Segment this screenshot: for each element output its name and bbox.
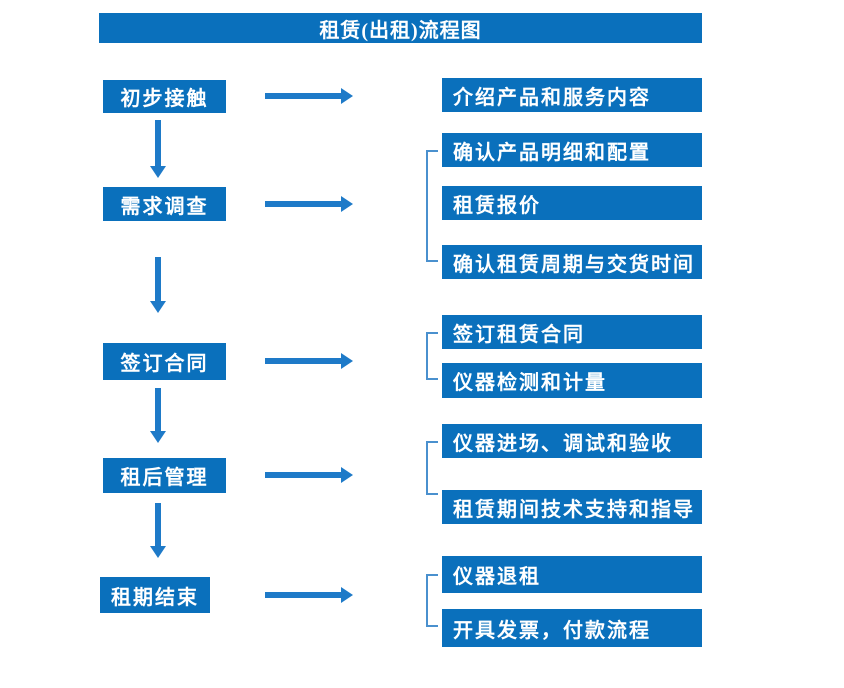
group-bracket-demand-survey bbox=[426, 150, 438, 262]
right-arrow-head bbox=[341, 467, 353, 483]
right-arrow-shaft bbox=[265, 592, 341, 598]
right-arrow-head bbox=[341, 353, 353, 369]
page-title: 租赁(出租)流程图 bbox=[319, 19, 482, 42]
right-arrow-1 bbox=[265, 88, 353, 104]
step-box-initial-contact: 初步接触 bbox=[103, 80, 226, 113]
title-bar: 租赁(出租)流程图 bbox=[99, 13, 702, 43]
down-arrow-head bbox=[150, 301, 166, 313]
group-bracket-sign-contract bbox=[426, 332, 438, 380]
down-arrow-shaft bbox=[155, 503, 161, 546]
right-arrow-4 bbox=[265, 467, 353, 483]
right-arrow-5 bbox=[265, 587, 353, 603]
right-arrow-shaft bbox=[265, 358, 341, 364]
step-box-demand-survey: 需求调查 bbox=[103, 187, 226, 221]
down-arrow-head bbox=[150, 166, 166, 178]
right-arrow-shaft bbox=[265, 472, 341, 478]
detail-box-rental-quote: 租赁报价 bbox=[442, 186, 702, 220]
down-arrow-shaft bbox=[155, 120, 161, 166]
detail-box-confirm-product-details: 确认产品明细和配置 bbox=[442, 133, 702, 167]
down-arrow-4 bbox=[150, 503, 166, 558]
down-arrow-shaft bbox=[155, 257, 161, 301]
group-bracket-post-rental-management bbox=[426, 441, 438, 495]
detail-box-instrument-testing: 仪器检测和计量 bbox=[442, 363, 702, 398]
down-arrow-head bbox=[150, 431, 166, 443]
down-arrow-2 bbox=[150, 257, 166, 313]
detail-box-invoice-payment: 开具发票，付款流程 bbox=[442, 609, 702, 647]
down-arrow-shaft bbox=[155, 388, 161, 431]
right-arrow-head bbox=[341, 88, 353, 104]
right-arrow-head bbox=[341, 196, 353, 212]
right-arrow-shaft bbox=[265, 201, 341, 207]
detail-box-introduce-products: 介绍产品和服务内容 bbox=[442, 78, 702, 112]
down-arrow-1 bbox=[150, 120, 166, 178]
detail-box-instrument-return: 仪器退租 bbox=[442, 556, 702, 593]
right-arrow-3 bbox=[265, 353, 353, 369]
step-box-sign-contract: 签订合同 bbox=[103, 343, 226, 380]
down-arrow-head bbox=[150, 546, 166, 558]
right-arrow-head bbox=[341, 587, 353, 603]
group-bracket-lease-end bbox=[426, 574, 438, 627]
down-arrow-3 bbox=[150, 388, 166, 443]
detail-box-confirm-rental-period: 确认租赁周期与交货时间 bbox=[442, 245, 702, 279]
step-box-post-rental-management: 租后管理 bbox=[103, 458, 226, 493]
right-arrow-2 bbox=[265, 196, 353, 212]
detail-box-instrument-entry: 仪器进场、调试和验收 bbox=[442, 424, 702, 458]
right-arrow-shaft bbox=[265, 93, 341, 99]
step-box-lease-end: 租期结束 bbox=[100, 577, 210, 613]
detail-box-technical-support: 租赁期间技术支持和指导 bbox=[442, 490, 702, 524]
detail-box-sign-rental-contract: 签订租赁合同 bbox=[442, 315, 702, 349]
